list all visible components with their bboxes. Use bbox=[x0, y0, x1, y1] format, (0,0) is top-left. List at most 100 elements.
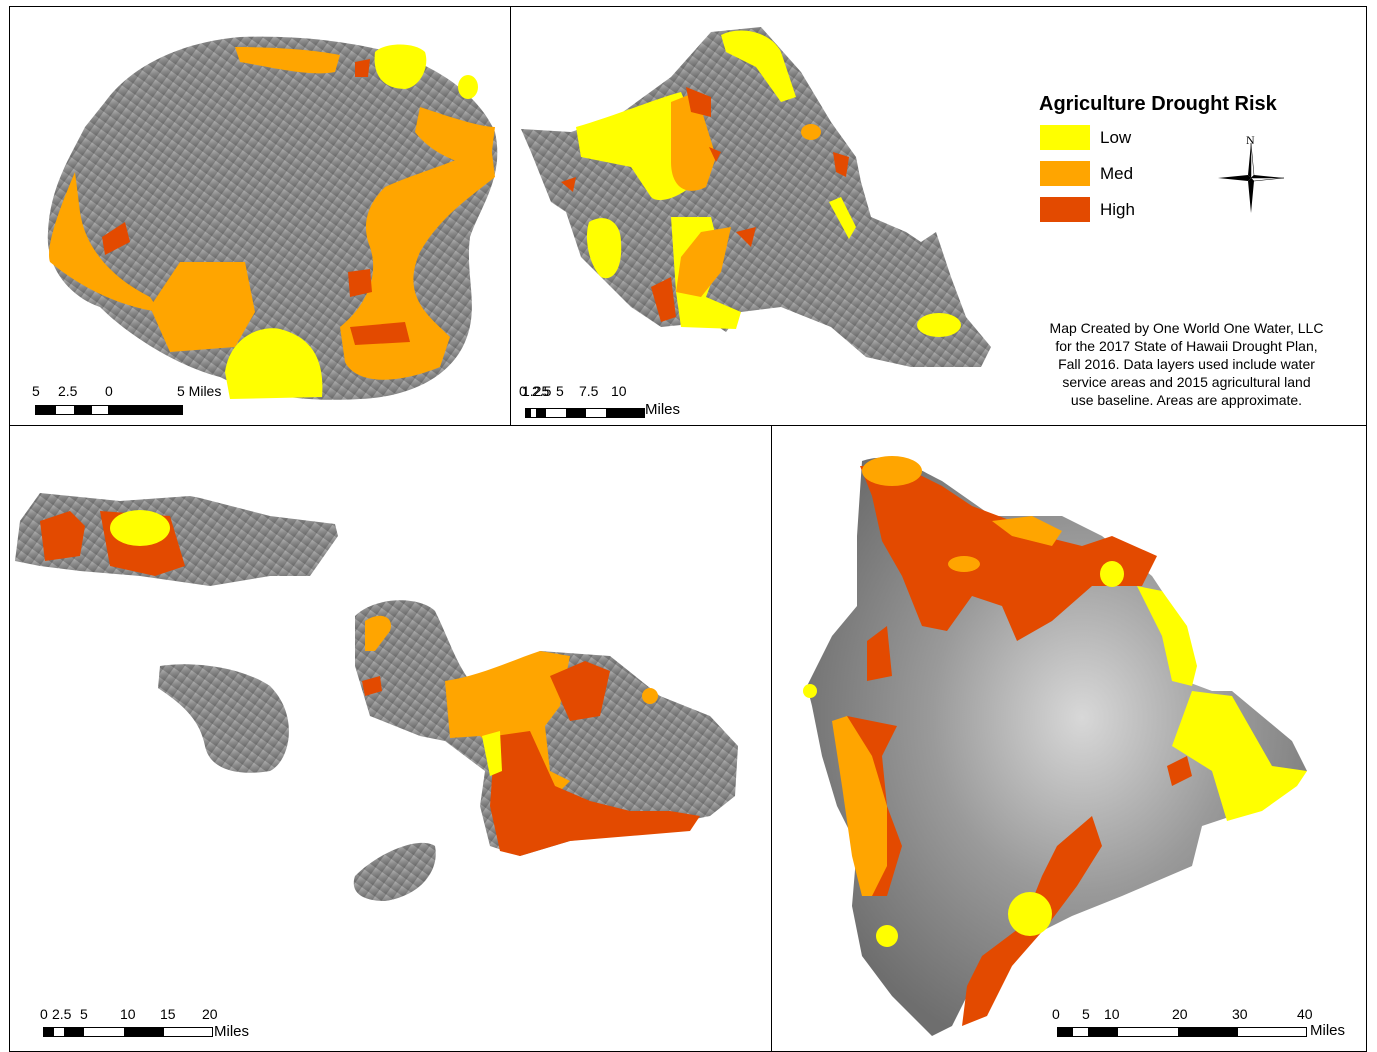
scale-tick: 5 bbox=[556, 383, 564, 399]
credits-line: Fall 2016. Data layers used include wate… bbox=[1058, 356, 1315, 372]
scale-tick: 40 bbox=[1297, 1006, 1313, 1022]
maui-scalebar bbox=[43, 1027, 213, 1037]
scale-tick: 30 bbox=[1232, 1006, 1248, 1022]
kauai-island-map bbox=[47, 36, 498, 400]
legend-swatch-high bbox=[1040, 197, 1090, 222]
oahu-island-map bbox=[521, 27, 991, 367]
maui-scalebar-units: Miles bbox=[214, 1023, 250, 1040]
scale-tick: 2.5 bbox=[58, 383, 78, 399]
kauai-med-east bbox=[340, 137, 495, 380]
oahu-scalebar-units: Miles bbox=[645, 401, 681, 418]
oahu-scalebar bbox=[525, 408, 645, 418]
legend-item-high: High bbox=[1040, 197, 1135, 222]
maui-high-south bbox=[490, 731, 700, 856]
credits-text: Map Created by One World One Water, LLC … bbox=[1006, 319, 1366, 409]
kauai-med-west bbox=[49, 172, 160, 312]
big-island-high-north bbox=[860, 466, 1157, 641]
big-island-low-puna bbox=[1172, 691, 1307, 821]
big-island-scalebar-units: Miles bbox=[1310, 1022, 1346, 1039]
legend-label-med: Med bbox=[1100, 163, 1134, 183]
scale-tick: 20 bbox=[202, 1006, 218, 1022]
big-island-high-east bbox=[1167, 756, 1192, 786]
legend-title: Agriculture Drought Risk bbox=[1039, 93, 1277, 115]
scale-tick: 1.25 bbox=[522, 383, 550, 399]
oahu-high-1 bbox=[686, 87, 711, 117]
oahu-med-1 bbox=[671, 92, 716, 191]
kauai-med-northeast bbox=[415, 107, 495, 167]
oahu-high-3 bbox=[651, 277, 676, 322]
scale-tick: 5 bbox=[1082, 1006, 1090, 1022]
kauai-low-south bbox=[225, 328, 323, 399]
scale-tick: 15 bbox=[160, 1006, 176, 1022]
maui-med-west bbox=[365, 615, 391, 651]
credits-line: for the 2017 State of Hawaii Drought Pla… bbox=[1055, 338, 1318, 354]
legend-item-low: Low bbox=[1040, 125, 1131, 150]
maui-county-map bbox=[15, 493, 738, 901]
credits-line: use baseline. Areas are approximate. bbox=[1070, 392, 1303, 408]
big-island-med-north bbox=[862, 456, 922, 486]
big-island-low-honokaa bbox=[1100, 561, 1124, 587]
legend-panel: Agriculture Drought Risk Low Med High N … bbox=[1006, 6, 1367, 426]
oahu-terrain bbox=[521, 27, 991, 367]
big-island-med-kona bbox=[832, 716, 887, 896]
kauai-high-3 bbox=[355, 59, 370, 77]
kauai-high-2 bbox=[348, 269, 372, 297]
big-island-scalebar bbox=[1057, 1027, 1307, 1037]
big-island-map-panel: 0 5 10 20 30 40 Miles bbox=[771, 425, 1367, 1052]
oahu-low-north bbox=[721, 30, 796, 102]
scale-tick: 0 bbox=[40, 1006, 48, 1022]
big-island-scalebar-labels: 0 5 10 20 30 40 bbox=[1052, 1006, 1313, 1024]
legend-swatch-low bbox=[1040, 125, 1090, 150]
scale-tick: 2.5 bbox=[52, 1006, 72, 1022]
oahu-high-2 bbox=[561, 177, 576, 192]
molokai-low bbox=[110, 510, 170, 546]
kauai-low-northeast bbox=[458, 75, 478, 99]
scale-tick: 0 bbox=[519, 383, 527, 399]
legend-item-med: Med bbox=[1040, 161, 1133, 186]
oahu-high-5 bbox=[833, 152, 849, 177]
big-island-med-small bbox=[948, 556, 980, 572]
scale-tick: 20 bbox=[1172, 1006, 1188, 1022]
big-island-map bbox=[803, 456, 1307, 1036]
maui-high-upcountry bbox=[550, 661, 610, 721]
maui-scalebar-labels: 0 2.5 5 10 15 20 bbox=[40, 1006, 240, 1024]
credits-line: service areas and 2015 agricultural land bbox=[1062, 374, 1311, 390]
big-island-low-kau bbox=[1008, 892, 1052, 936]
big-island-med-northeast bbox=[992, 516, 1062, 546]
kahoolawe-terrain bbox=[353, 842, 436, 901]
kauai-high-1 bbox=[102, 222, 130, 255]
oahu-high-6 bbox=[709, 147, 721, 162]
molokai-high bbox=[40, 511, 85, 561]
oahu-high-4 bbox=[736, 227, 756, 247]
scale-tick: 0 bbox=[105, 383, 113, 399]
oahu-low-east bbox=[829, 197, 856, 239]
oahu-low-southeast bbox=[917, 313, 961, 337]
north-label: N bbox=[1246, 133, 1255, 147]
legend-label-low: Low bbox=[1100, 127, 1132, 147]
maui-county-map-panel: 0 2.5 5 10 15 20 Miles bbox=[9, 425, 772, 1052]
maui-terrain bbox=[355, 600, 738, 856]
lanai-terrain bbox=[158, 664, 289, 773]
oahu-med-2 bbox=[676, 227, 731, 297]
scale-tick: 0 bbox=[1052, 1006, 1060, 1022]
kauai-med-north bbox=[235, 47, 340, 74]
big-island-low-kona-1 bbox=[803, 684, 817, 698]
kauai-low-north bbox=[374, 44, 427, 89]
scale-tick: 5 bbox=[32, 383, 40, 399]
maui-med-east bbox=[642, 688, 658, 704]
big-island-low-south bbox=[876, 925, 898, 947]
kauai-scalebar-labels: 5 2.5 0 5 Miles bbox=[32, 383, 252, 401]
big-island-low-hamakua bbox=[1137, 586, 1197, 686]
big-island-high-west bbox=[867, 626, 892, 681]
maui-high-west bbox=[362, 676, 382, 696]
legend-label-high: High bbox=[1100, 199, 1135, 219]
oahu-map-panel: 0 1.25 2.5 5 7.5 10 Miles bbox=[510, 6, 1007, 426]
scale-tick: 10 bbox=[120, 1006, 136, 1022]
credits-line: Map Created by One World One Water, LLC bbox=[1049, 320, 1324, 336]
scale-tick: 10 bbox=[611, 383, 627, 399]
kauai-scalebar bbox=[35, 405, 183, 415]
scale-tick: 5 Miles bbox=[177, 383, 222, 399]
kauai-med-southwest bbox=[150, 262, 255, 352]
scale-tick: 10 bbox=[1104, 1006, 1120, 1022]
oahu-low-west bbox=[586, 218, 622, 279]
